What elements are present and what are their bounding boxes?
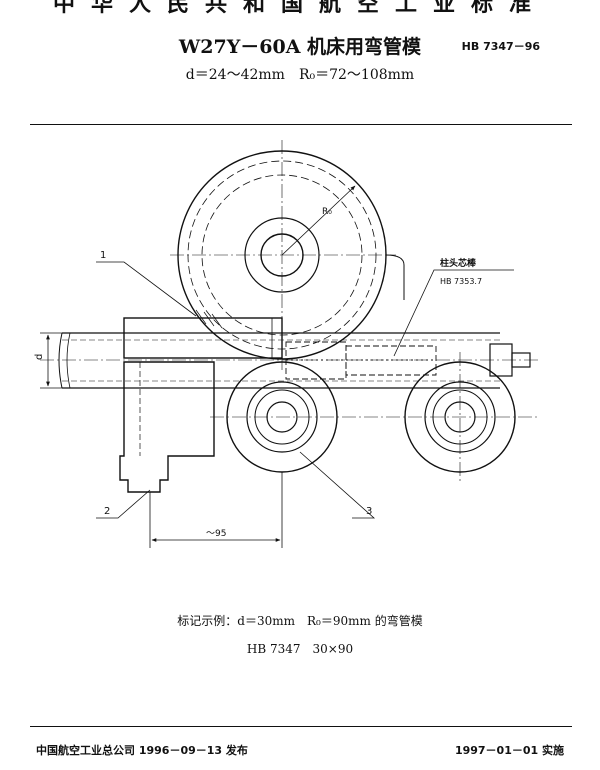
mandrel-code-label: HB 7353.7 — [440, 277, 482, 286]
diameter-label: d — [34, 354, 45, 360]
diameter-dimension — [40, 332, 66, 389]
mandrel — [285, 341, 437, 380]
standard-organization: 中华人民共和国航空工业标准 — [52, 0, 547, 17]
dimension-95 — [149, 472, 283, 548]
mandrel-rod — [489, 343, 531, 377]
standard-size-range: d＝24～42mm R₀＝72～108mm — [185, 67, 415, 83]
clamp-block-lower — [119, 361, 215, 493]
bottom-rule — [30, 726, 572, 727]
pipe — [58, 332, 500, 389]
part-label-1: 1 — [100, 250, 106, 261]
part-label-2: 2 — [104, 506, 110, 517]
part-label-3: 3 — [366, 506, 372, 517]
dimension-95-label: ～95 — [206, 529, 226, 539]
technical-drawing: R₀ — [34, 140, 540, 548]
mandrel-name-label: 柱头芯棒 — [440, 257, 477, 269]
implementation-date: 1997－01－01 实施 — [454, 744, 564, 757]
radius-label: R₀ — [322, 207, 332, 217]
standard-code: HB 7347－96 — [461, 40, 540, 53]
top-rule — [30, 124, 572, 125]
radius-leader — [281, 185, 356, 256]
marking-designation: HB 7347 30×90 — [246, 642, 354, 656]
roller-center-lines — [210, 352, 540, 482]
clamp-block-upper — [123, 317, 283, 359]
issue-date: 中国航空工业总公司 1996－09－13 发布 — [36, 744, 248, 757]
standard-title: W27Y－60A 机床用弯管模 — [178, 36, 422, 58]
marking-example: 标记示例：d＝30mm R₀＝90mm 的弯管模 — [177, 614, 423, 628]
part-leaders — [96, 261, 514, 519]
